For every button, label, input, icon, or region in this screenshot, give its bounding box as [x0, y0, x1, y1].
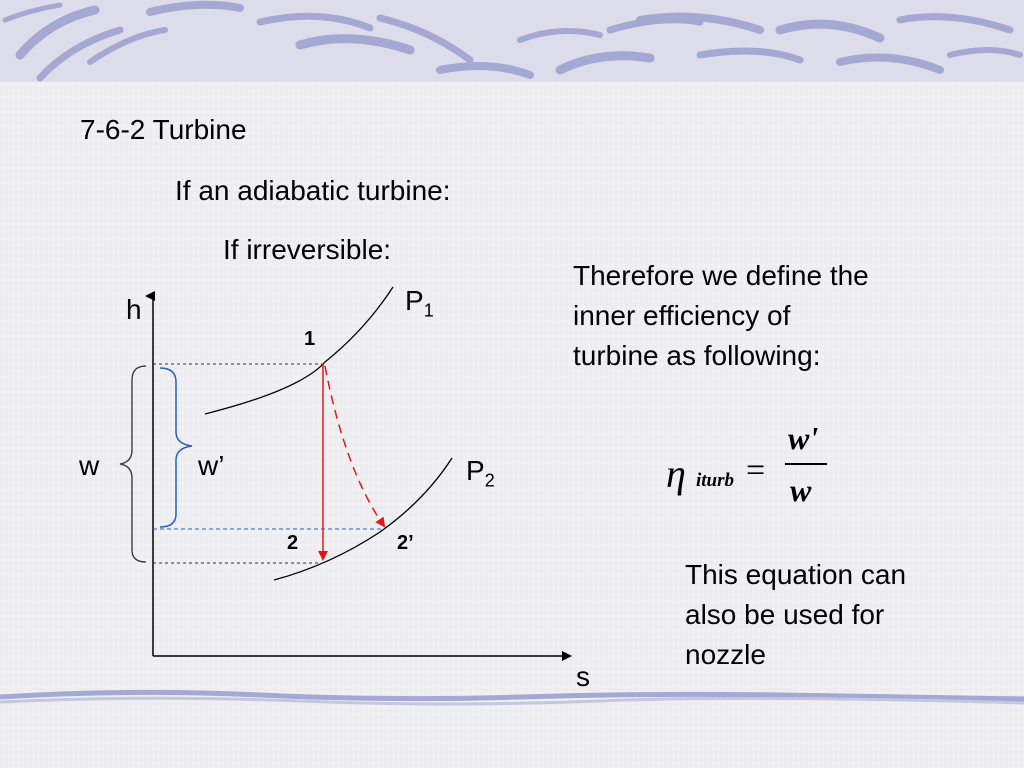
adiabatic-line: If an adiabatic turbine:: [175, 175, 451, 206]
isobar-p2-letter: P: [466, 455, 485, 486]
header-decoration: [0, 0, 1024, 82]
isobar-p2-curve: [273, 457, 453, 581]
equals-sign: =: [746, 452, 766, 489]
isobar-p1-letter: P: [405, 285, 424, 316]
swirl-pattern: [2, 0, 1023, 82]
axis-label-s: s: [576, 661, 590, 692]
definition-line: Therefore we define the: [573, 260, 869, 291]
fraction-bar: [785, 463, 827, 465]
axis-label-h: h: [126, 294, 142, 325]
point-2prime-label: 2’: [397, 532, 414, 554]
isobar-p2-subscript: 2: [484, 470, 495, 491]
eta-subscript: iturb: [696, 470, 735, 491]
footer-rule: [0, 689, 1024, 706]
outer-brace: [119, 365, 147, 563]
irreversible-expansion-curve: [324, 365, 386, 528]
point-1-label: 1: [304, 328, 316, 350]
isobar-p2-label: P2: [466, 454, 495, 492]
irreversible-line: If irreversible:: [223, 234, 392, 265]
definition-line: inner efficiency of: [573, 300, 791, 331]
slide-heading: 7-6-2 Turbine: [80, 114, 247, 145]
efficiency-formula: η iturb = w' w: [660, 420, 850, 520]
note-line: nozzle: [685, 639, 766, 670]
isobar-p1-label: P1: [405, 284, 434, 322]
point-2-label: 2: [287, 532, 299, 554]
brace-outer-label: w: [79, 450, 100, 481]
formula-numerator: w': [788, 420, 819, 456]
note-line: also be used for: [685, 599, 885, 630]
brace-inner-label: w’: [198, 450, 225, 481]
isobar-p1-subscript: 1: [423, 300, 434, 321]
formula-denominator: w: [790, 472, 812, 508]
isobar-p1-curve: [204, 286, 394, 415]
note-paragraph: This equation can also be used for nozzl…: [685, 555, 906, 675]
eta-symbol: η: [666, 451, 686, 496]
inner-brace: [159, 367, 193, 528]
definition-line: turbine as following:: [573, 340, 821, 371]
definition-paragraph: Therefore we define the inner efficiency…: [573, 256, 869, 376]
note-line: This equation can: [685, 559, 907, 590]
